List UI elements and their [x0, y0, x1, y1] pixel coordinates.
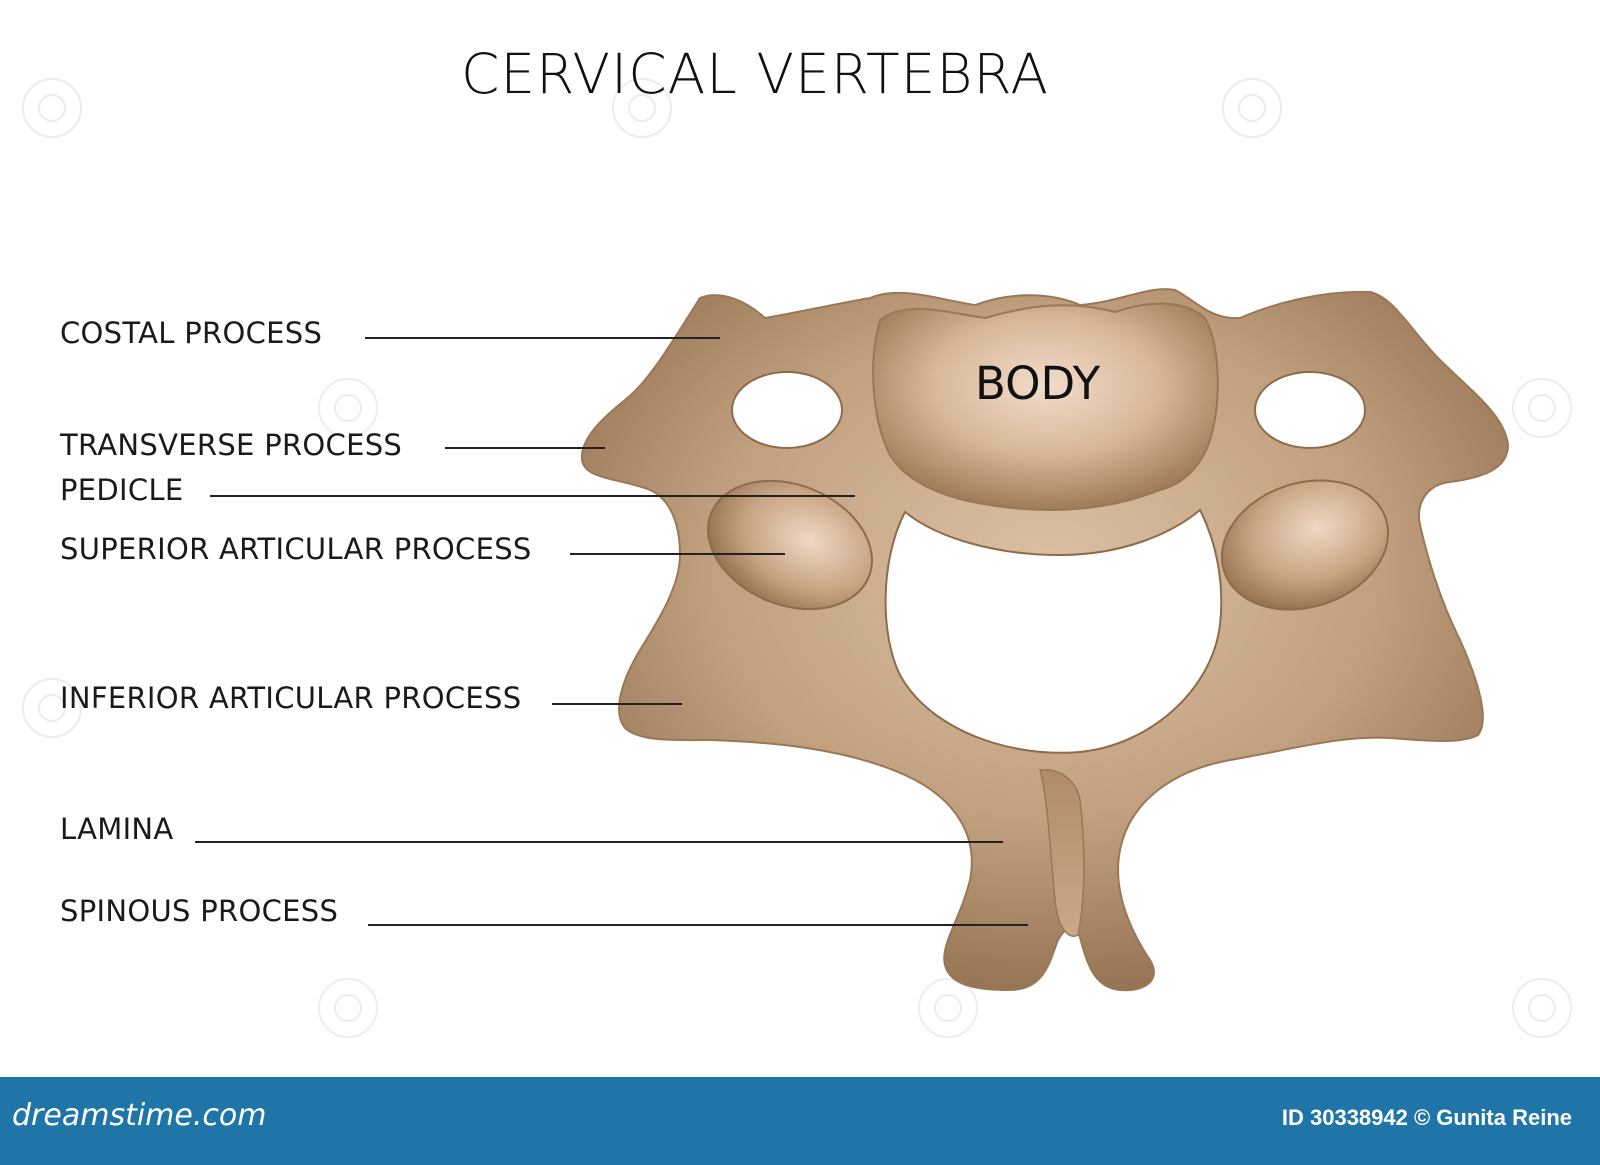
vertebral-foramen [884, 508, 1223, 754]
watermark-spiral-icon [918, 978, 978, 1038]
diagram-title: CERVICAL VERTEBRA [461, 42, 1049, 106]
footer-credit: ID 30338942 © Gunita Reine [1281, 1105, 1572, 1130]
leader-lamina [195, 841, 1003, 843]
label-superior-articular-process: SUPERIOR ARTICULAR PROCESS [60, 532, 532, 566]
footer-bar: dreamstime.com ID 30338942 © Gunita Rein… [0, 1077, 1600, 1165]
spinous-groove [1039, 769, 1085, 937]
vertebral-body [872, 302, 1219, 511]
label-spinous-process: SPINOUS PROCESS [60, 894, 339, 928]
right-transverse-foramen [1254, 371, 1366, 449]
leader-pedicle [210, 495, 855, 497]
label-lamina: LAMINA [60, 812, 174, 846]
label-costal-process: COSTAL PROCESS [60, 316, 323, 350]
footer-brand-logo[interactable]: dreamstime.com [12, 1098, 267, 1133]
left-transverse-foramen [731, 371, 843, 449]
leader-spinous-process [368, 924, 1028, 926]
leader-superior-articular-process [570, 553, 785, 555]
label-pedicle: PEDICLE [60, 473, 184, 507]
left-superior-facet [707, 479, 873, 611]
body-label: BODY [975, 357, 1101, 410]
watermark-spiral-icon [1512, 978, 1572, 1038]
watermark-spiral-icon [1222, 78, 1282, 138]
watermark-spiral-icon [612, 78, 672, 138]
leader-transverse-process [445, 447, 605, 449]
label-inferior-articular-process: INFERIOR ARTICULAR PROCESS [60, 681, 522, 715]
vertebra-illustration [580, 288, 1510, 992]
leader-costal-process [365, 337, 720, 339]
watermark-spiral-icon [318, 978, 378, 1038]
watermark-spiral-icon [22, 78, 82, 138]
leader-inferior-articular-process [552, 703, 682, 705]
watermark-spiral-icon [1512, 378, 1572, 438]
right-superior-facet [1220, 479, 1390, 611]
watermark-spiral-icon [22, 678, 82, 738]
label-transverse-process: TRANSVERSE PROCESS [60, 428, 403, 462]
watermark-spiral-icon [318, 378, 378, 438]
